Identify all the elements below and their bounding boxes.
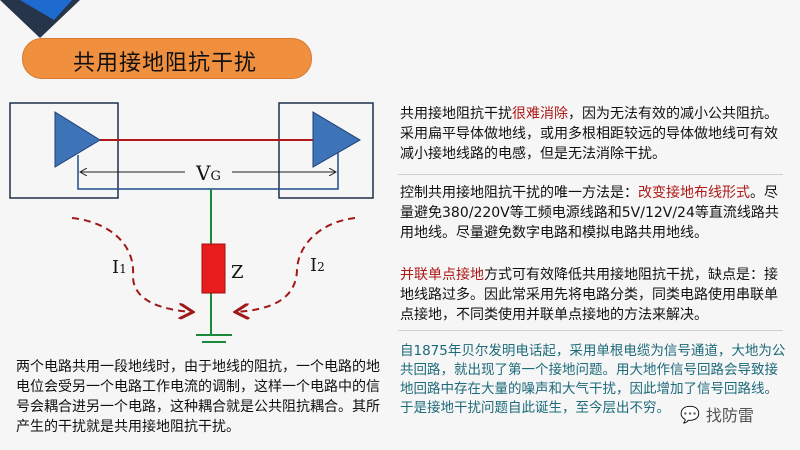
text-block-history: 自1875年贝尔发明电话起，采用单根电缆为信号通道，大地为公共回路，就出现了第一…: [400, 343, 786, 416]
circuit-box-right: [278, 102, 374, 199]
amplifier-right-icon: [312, 111, 361, 168]
current-i1-path: [71, 217, 193, 312]
divider: [398, 174, 783, 175]
watermark-text: 找防雷: [705, 406, 754, 425]
current-i2-path: [235, 217, 356, 312]
i1-label: I1: [112, 257, 127, 278]
text-block-difficulty: 共用接地阻抗干扰很难消除，因为无法有效的减小公共阻抗。采用扁平导体做地线，或用多…: [400, 106, 778, 162]
i2-label: I2: [310, 255, 325, 276]
ground-loop: [77, 150, 339, 190]
text-block-parallel: 并联单点接地方式可有效降低共用接地阻抗干扰，缺点是：接地线路过多。因此常采用先将…: [400, 267, 778, 323]
corner-decoration: [0, 0, 80, 38]
description-text: 两个电路共用一段地线时，由于地线的阻抗，一个电路的地电位会受另一个电路工作电流的…: [16, 359, 380, 435]
watermark: 💬 找防雷: [680, 402, 754, 426]
impedance-resistor: [201, 243, 226, 294]
ground-impedance-diagram: VG Z I1 I2: [9, 102, 374, 343]
ground-symbol-icon: [196, 334, 232, 343]
divider: [398, 330, 783, 331]
text-block-method: 控制共用接地阻抗干扰的唯一方法是：改变接地布线形式。尽量避免380/220V等工…: [400, 185, 779, 241]
circuit-box-left: [9, 102, 119, 199]
amplifier-left-icon: [54, 111, 101, 168]
slide-title: 共用接地阻抗干扰: [73, 51, 258, 76]
z-label: Z: [231, 262, 244, 283]
title-bar: 共用接地阻抗干扰: [22, 38, 312, 79]
wechat-icon: 💬: [680, 404, 700, 424]
vg-label: VG: [195, 161, 221, 185]
